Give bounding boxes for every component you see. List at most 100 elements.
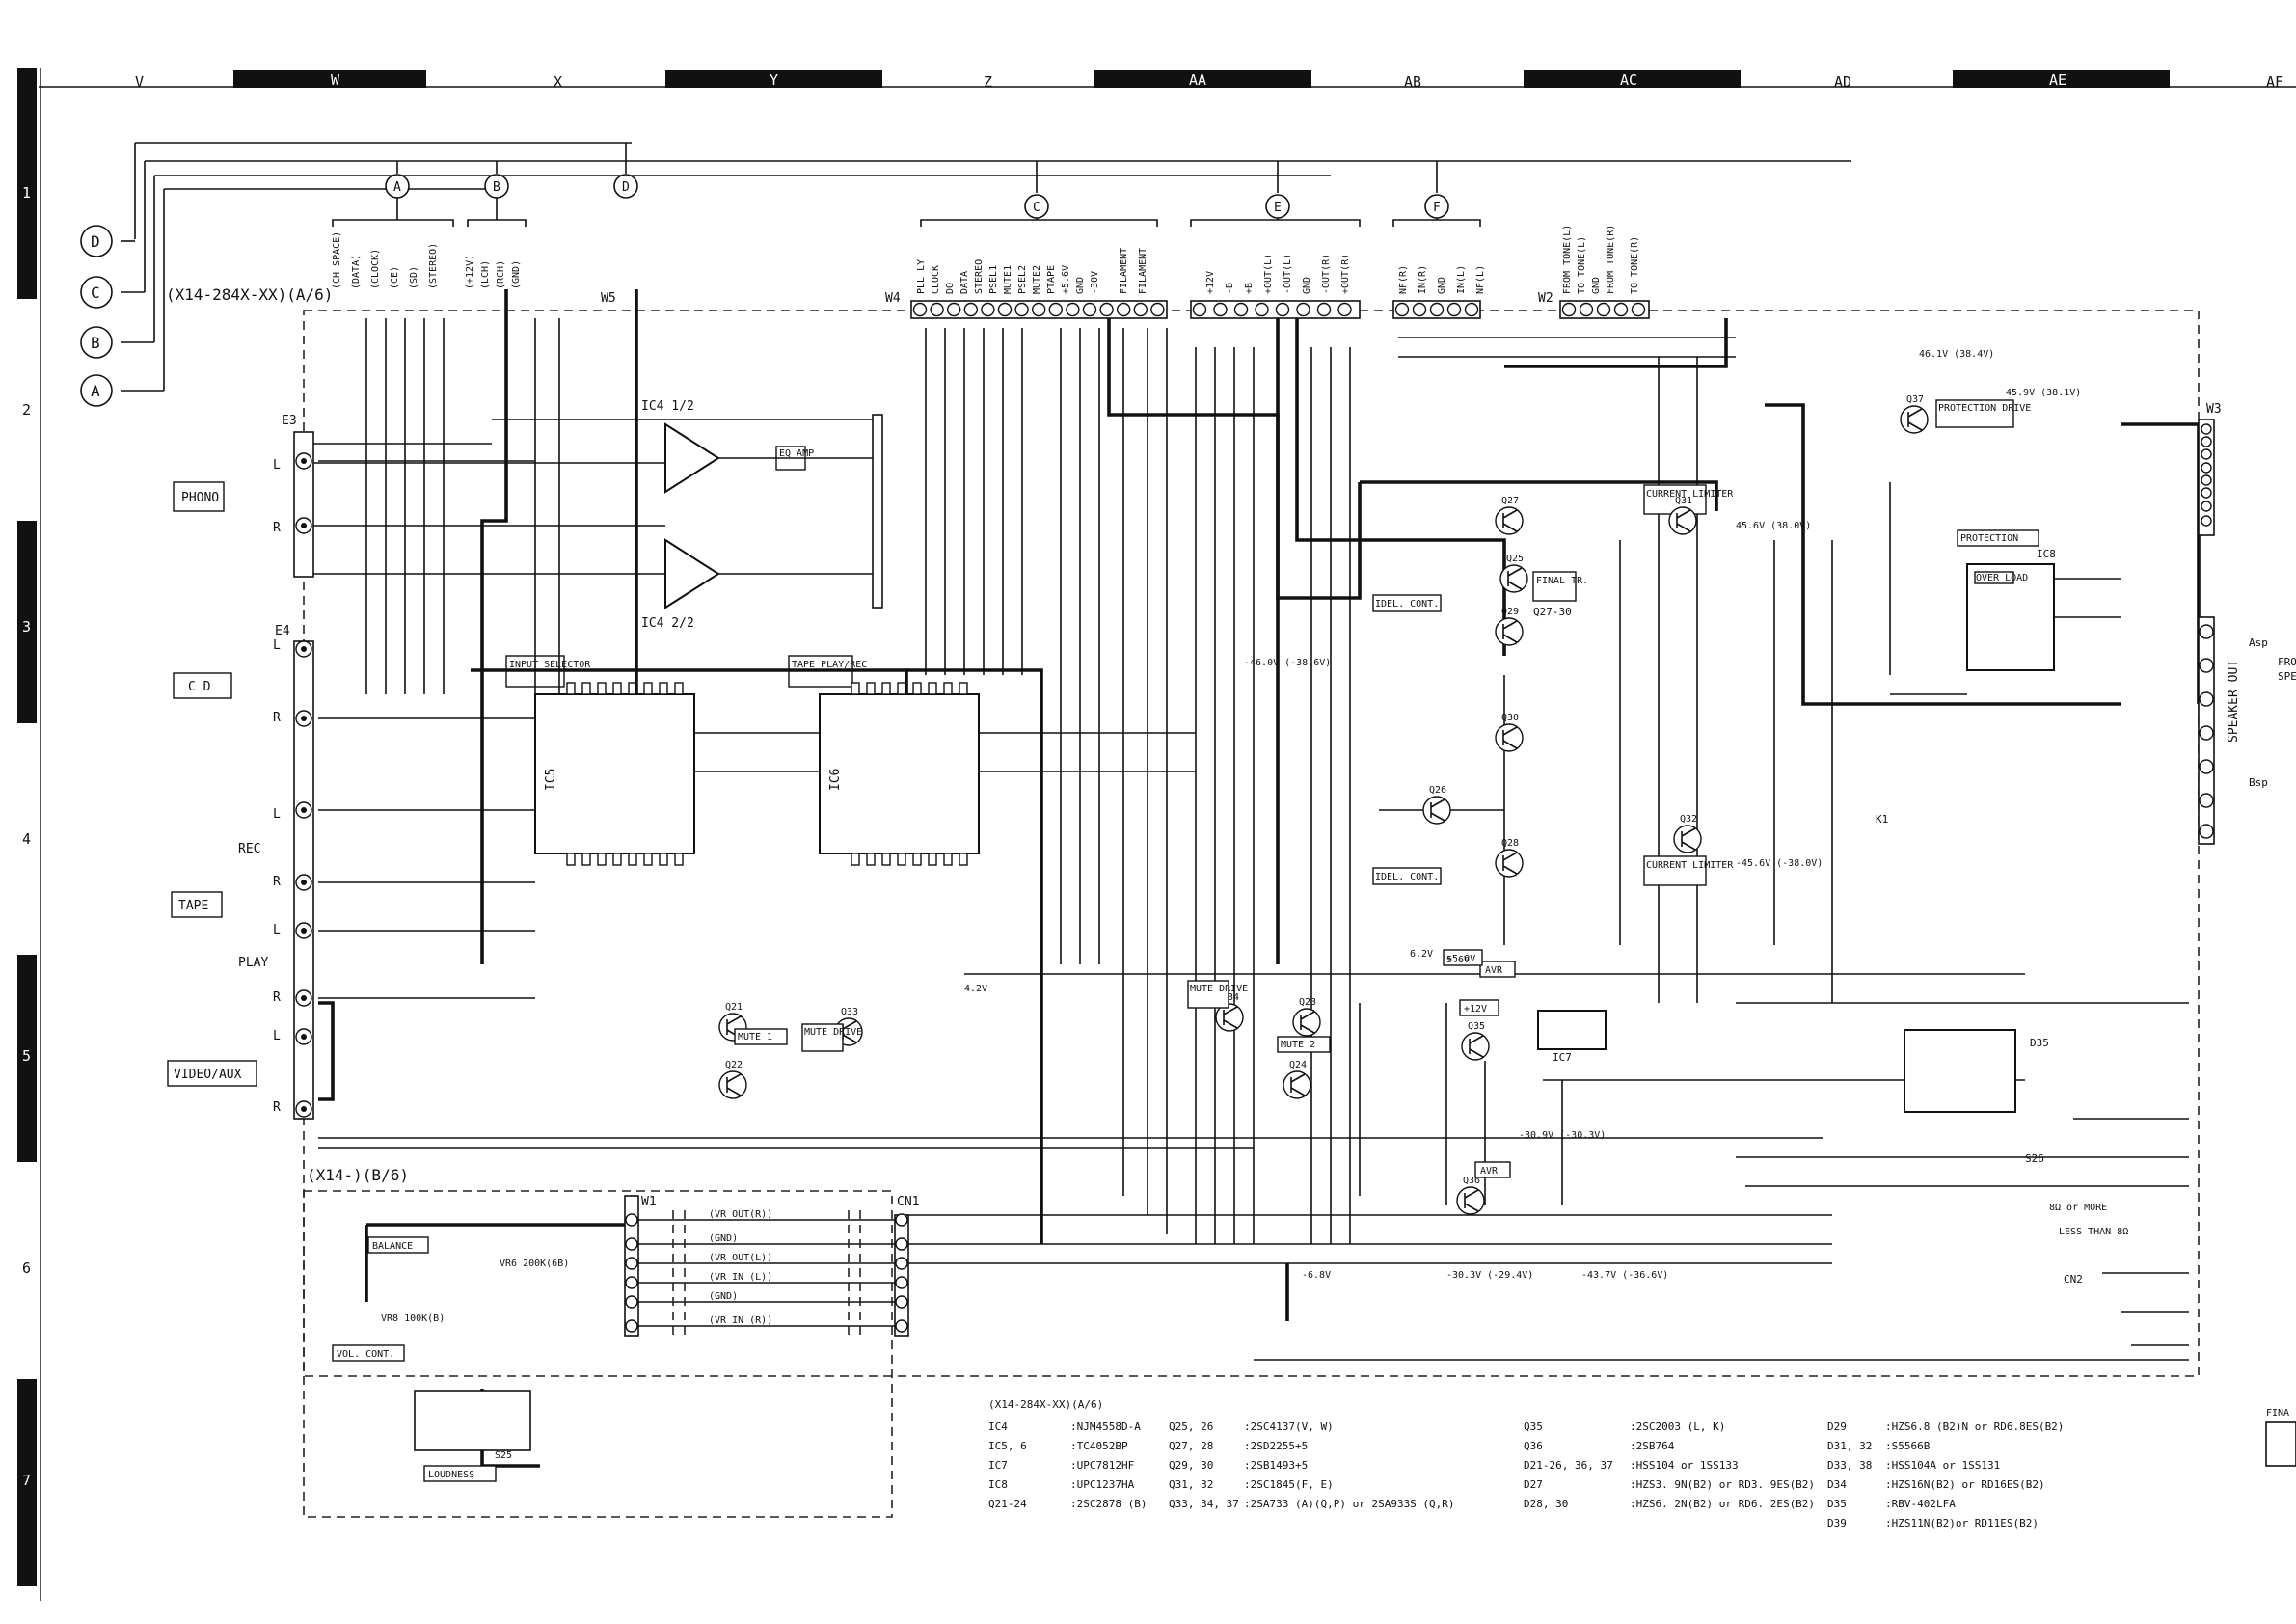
play-label: PLAY [238,956,268,970]
w1-signal-label: (VR OUT(L)) [709,1253,772,1263]
svg-text:NF(L): NF(L) [1475,265,1486,294]
transistor-emitter [1223,1019,1238,1029]
svg-text:DO: DO [945,283,956,294]
plus12v-label: +12V [1464,1004,1487,1015]
transistor-symbol [1495,849,1524,878]
part-ref: Q33, 34, 37 [1169,1498,1239,1510]
transistor-collector [1676,509,1691,519]
transistor-label: Q25 [1506,554,1524,564]
svg-text:4.2V: 4.2V [964,984,987,994]
svg-text:FRO: FRO [2278,656,2296,668]
transistor-collector [842,1020,857,1030]
left-connectors: D C B A [80,142,1851,407]
harness-d [613,174,638,199]
svg-text:R: R [273,875,281,889]
connector-pin [1337,302,1352,317]
transistor-symbol [1215,1003,1244,1032]
transistor-emitter [1469,1048,1484,1058]
part-number: :2SC2003 (L, K) [1630,1421,1725,1433]
speaker-pin [2199,759,2214,774]
rec-label: REC [238,842,260,856]
connector-b[interactable] [80,326,113,359]
e4-label: E4 [275,624,290,638]
eight-ohm-label: 8Ω or MORE [2049,1203,2107,1213]
svg-text:TO TONE(L): TO TONE(L) [1577,236,1587,294]
part-ref: D27 [1524,1478,1543,1491]
mute-drive-2-label: MUTE DRIVE [1190,984,1248,994]
svg-text:-B: -B [1225,283,1235,294]
transistor-collector [1502,726,1518,736]
board-b: BALANCE VOL. CONT. LOUDNESS VR6 200K(6B)… [332,1195,919,1482]
svg-text:L: L [273,638,281,653]
svg-text:TO TONE(R): TO TONE(R) [1630,236,1640,294]
transistor-emitter [1507,581,1523,590]
svg-text:PTAPE: PTAPE [1046,265,1057,294]
ic-pin [612,853,622,866]
jack-center [301,1106,307,1112]
svg-text:GND: GND [1437,277,1447,294]
svg-text:5.6V: 5.6V [1446,955,1470,965]
svg-text:+B: +B [1244,283,1255,294]
cn1-pin [895,1237,908,1251]
part-ref: D39 [1827,1517,1847,1529]
part-ref: Q27, 28 [1169,1440,1213,1452]
transistor-label: Q23 [1299,997,1316,1008]
jack-center [301,646,307,652]
mute1-label: MUTE 1 [738,1032,772,1042]
eq-amp-label: EQ AMP [779,448,814,459]
connector-pin [1213,302,1228,317]
part-number: :2SB764 [1630,1440,1675,1452]
connector-a[interactable] [80,374,113,407]
transistor-emitter [1676,523,1691,532]
transistor-collector [726,1073,742,1083]
part-ref: Q29, 30 [1169,1459,1213,1472]
w3-label: W3 [2206,402,2222,417]
svg-text:(DATA): (DATA) [351,255,362,289]
part-number: :2SC2878 (B) [1070,1498,1147,1510]
part-number: :HZS6. 2N(B2) or RD6. 2ES(B2) [1630,1498,1815,1510]
connector-pin [1255,302,1269,317]
cn1-pin [895,1295,908,1309]
connector-pin [1133,302,1148,317]
svg-text:IN(R): IN(R) [1418,265,1428,294]
jack-center [301,716,307,721]
s26-label: S26 [2025,1152,2044,1165]
w3-pin [2201,448,2212,460]
svg-text:(GND): (GND) [511,260,522,289]
ic-pin [643,682,653,695]
connector-pin [1275,302,1290,317]
ic-pin [881,682,891,695]
transistor-symbol [1495,723,1524,752]
transistor-label: Q36 [1463,1176,1480,1186]
part-number: :NJM4558D-A [1070,1421,1141,1433]
transistor-label: Q30 [1501,713,1519,723]
svg-text:+5.6V: +5.6V [1061,265,1071,294]
transistor-emitter [1502,523,1518,532]
connector-pin [1446,302,1462,317]
part-ref: D29 [1827,1421,1847,1433]
part-number: :HZS16N(B2) or RD16ES(B2) [1885,1478,2045,1491]
transistor-symbol [718,1070,747,1099]
connector-pin [947,302,961,317]
idel-cont-2: IDEL. CONT. [1375,872,1439,882]
svg-text:FILAMENT: FILAMENT [1119,248,1129,294]
protection-drive-label: PROTECTION DRIVE [1938,403,2031,414]
current-limiter-2: CURRENT LIMITER [1646,860,1734,871]
speaker-pin [2199,824,2214,839]
cd-label: C D [188,680,211,694]
harness-e-label: E [1274,201,1282,215]
connector-c[interactable] [80,276,113,309]
transistor-symbol [1499,564,1528,593]
idel-cont-1: IDEL. CONT. [1375,599,1439,609]
harness-a-label: A [393,180,401,195]
connector-d[interactable] [80,225,113,257]
part-ref: IC4 [988,1421,1008,1433]
svg-text:IN(L): IN(L) [1456,265,1467,294]
svg-text:L: L [273,923,281,937]
svg-text:+OUT(L): +OUT(L) [1263,254,1274,294]
part-ref: Q35 [1524,1421,1543,1433]
w3-pin [2201,462,2212,474]
ic-pin [866,682,876,695]
part-ref: D31, 32 [1827,1440,1872,1452]
plus5v6-label: +5.6V [1446,954,1475,964]
